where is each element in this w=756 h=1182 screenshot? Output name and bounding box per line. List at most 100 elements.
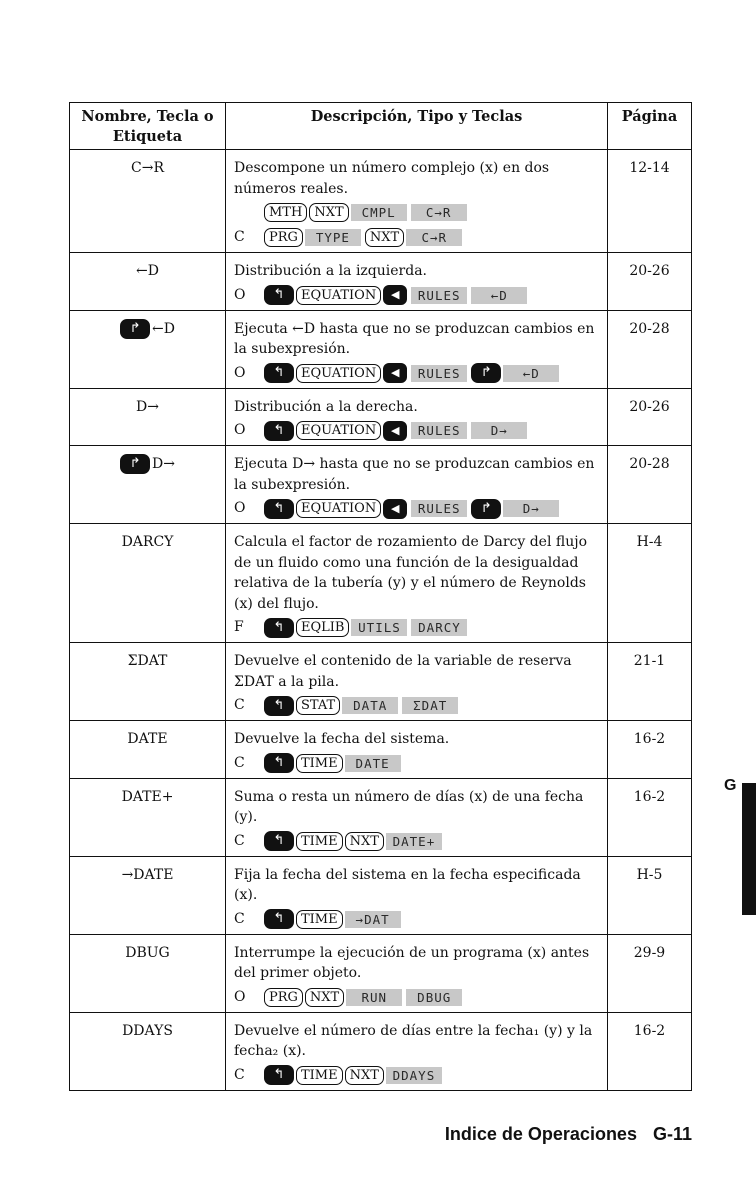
operation-description: Devuelve el número de días entre la fech… bbox=[234, 1022, 593, 1060]
operation-name-cell: ↱←D bbox=[69, 309, 226, 389]
operation-name: DDAYS bbox=[122, 1022, 173, 1039]
operation-description: Distribución a la izquierda. bbox=[234, 263, 427, 279]
operation-type: O bbox=[234, 988, 246, 1005]
calculator-key: TIME bbox=[296, 831, 343, 851]
operations-table: Nombre, Tecla o Etiqueta Descripción, Ti… bbox=[69, 102, 692, 1091]
operation-description: Distribución a la derecha. bbox=[234, 398, 418, 415]
operation-name-cell: ↱D→ bbox=[69, 445, 226, 524]
table-row: ↱D→Ejecuta D→ hasta que no se produzcan … bbox=[69, 445, 692, 524]
operation-name: DARCY bbox=[121, 534, 174, 550]
operation-description: Ejecuta D→ hasta que no se produzcan cam… bbox=[234, 456, 595, 493]
right-shift-key-icon: ↱ bbox=[471, 363, 502, 383]
operation-name-cell: ΣDAT bbox=[69, 642, 226, 721]
menu-label: C→R bbox=[406, 229, 463, 246]
menu-label: RUN bbox=[346, 988, 403, 1006]
left-shift-key-icon: ↰ bbox=[264, 831, 294, 851]
left-shift-key-icon: ↰ bbox=[264, 363, 294, 383]
operation-description-cell: Distribución a la izquierda.O↰EQUATION◀R… bbox=[225, 252, 608, 311]
operation-type: C bbox=[234, 697, 245, 714]
column-header-page: Página bbox=[607, 102, 692, 150]
menu-label: RULES bbox=[411, 286, 468, 304]
operation-description: Devuelve el contenido de la variable de … bbox=[234, 653, 572, 690]
operation-description: Interrumpe la ejecución de un programa (… bbox=[234, 944, 590, 982]
calculator-key: EQLIB bbox=[296, 618, 350, 637]
table-header-row: Nombre, Tecla o Etiqueta Descripción, Ti… bbox=[69, 102, 692, 150]
menu-label: DATA bbox=[342, 697, 399, 714]
calculator-key: EQUATION bbox=[296, 421, 382, 440]
operation-type: C bbox=[234, 832, 245, 849]
operation-name: D→ bbox=[152, 456, 175, 472]
menu-label: DATE+ bbox=[385, 832, 442, 850]
calculator-key: NXT bbox=[309, 203, 349, 222]
operation-name: DBUG bbox=[125, 944, 170, 961]
page-reference: 21-1 bbox=[607, 642, 692, 721]
operation-name: ←D bbox=[136, 263, 159, 279]
calculator-key: PRG bbox=[264, 228, 303, 247]
left-arrow-key-icon: ◀ bbox=[383, 285, 408, 305]
menu-label: TYPE bbox=[304, 229, 361, 246]
column-header-name: Nombre, Tecla o Etiqueta bbox=[69, 102, 226, 150]
operation-name: ←D bbox=[152, 320, 175, 337]
operation-description: Calcula el factor de rozamiento de Darcy… bbox=[234, 534, 588, 612]
menu-label: D→ bbox=[503, 500, 560, 517]
operation-description-cell: Devuelve el número de días entre la fech… bbox=[225, 1011, 608, 1091]
table-row: DBUG Interrumpe la ejecución de un progra… bbox=[69, 933, 692, 1013]
menu-label: ←D bbox=[503, 364, 560, 382]
operation-name: D→ bbox=[136, 398, 159, 415]
operation-name: DATE bbox=[127, 731, 168, 747]
column-header-description: Descripción, Tipo y Teclas bbox=[225, 102, 608, 150]
operation-name-cell: ←D bbox=[69, 252, 226, 311]
operation-description-cell: Distribución a la derecha.O↰EQUATION◀RUL… bbox=[225, 387, 608, 446]
menu-label: RULES bbox=[411, 500, 468, 517]
operation-type: F bbox=[234, 619, 244, 636]
page-reference: 16-2 bbox=[607, 1011, 692, 1091]
operation-name-cell: DARCY bbox=[69, 523, 226, 643]
section-tab-bar bbox=[742, 783, 756, 915]
operation-description: Descompone un número complejo (x) en dos… bbox=[234, 160, 550, 197]
operation-name-cell: DBUG bbox=[69, 933, 226, 1013]
page-reference: 16-2 bbox=[607, 777, 692, 857]
table-row: DARCY Calcula el factor de rozamiento de … bbox=[69, 523, 692, 643]
menu-label: ΣDAT bbox=[402, 697, 459, 714]
menu-label: ←D bbox=[471, 286, 528, 304]
calculator-key: TIME bbox=[296, 753, 343, 773]
operation-name-cell: C→R bbox=[69, 149, 226, 253]
table-row: DATE Devuelve la fecha del sistema.C↰TIME… bbox=[69, 720, 692, 779]
operation-description-cell: Fija la fecha del sistema en la fecha es… bbox=[225, 855, 608, 935]
footer-page-number: G-11 bbox=[652, 1124, 692, 1144]
menu-label: DBUG bbox=[406, 988, 463, 1006]
calculator-key: NXT bbox=[364, 228, 405, 247]
operation-description-cell: Descompone un número complejo (x) en dos… bbox=[225, 149, 608, 253]
right-shift-key-icon: ↱ bbox=[120, 318, 151, 339]
operation-description-cell: Devuelve el contenido de la variable de … bbox=[225, 642, 608, 721]
left-shift-key-icon: ↰ bbox=[264, 695, 294, 716]
table-row: ΣDAT Devuelve el contenido de la variable… bbox=[69, 642, 692, 721]
calculator-key: TIME bbox=[296, 1065, 343, 1085]
operation-name: DATE+ bbox=[121, 788, 174, 805]
calculator-key: NXT bbox=[304, 987, 345, 1007]
left-shift-key-icon: ↰ bbox=[264, 285, 294, 305]
menu-label: RULES bbox=[411, 364, 468, 382]
operation-name: ΣDAT bbox=[127, 653, 168, 669]
page-reference: 20-26 bbox=[607, 252, 692, 311]
page-reference: H-5 bbox=[607, 855, 692, 935]
menu-label: C→R bbox=[410, 204, 467, 221]
operation-description-cell: Suma o resta un número de días (x) de un… bbox=[225, 777, 608, 857]
operation-type: C bbox=[234, 754, 245, 771]
key-sequence: O↰EQUATION◀RULES↱←D bbox=[234, 362, 599, 385]
right-shift-key-icon: ↱ bbox=[471, 498, 502, 519]
operation-description-cell: Ejecuta ←D hasta que no se produzcan cam… bbox=[225, 309, 608, 389]
table-row: D→ Distribución a la derecha.O↰EQUATION◀R… bbox=[69, 387, 692, 446]
operation-description-cell: Calcula el factor de rozamiento de Darcy… bbox=[225, 523, 608, 643]
calculator-key: NXT bbox=[344, 1065, 384, 1085]
